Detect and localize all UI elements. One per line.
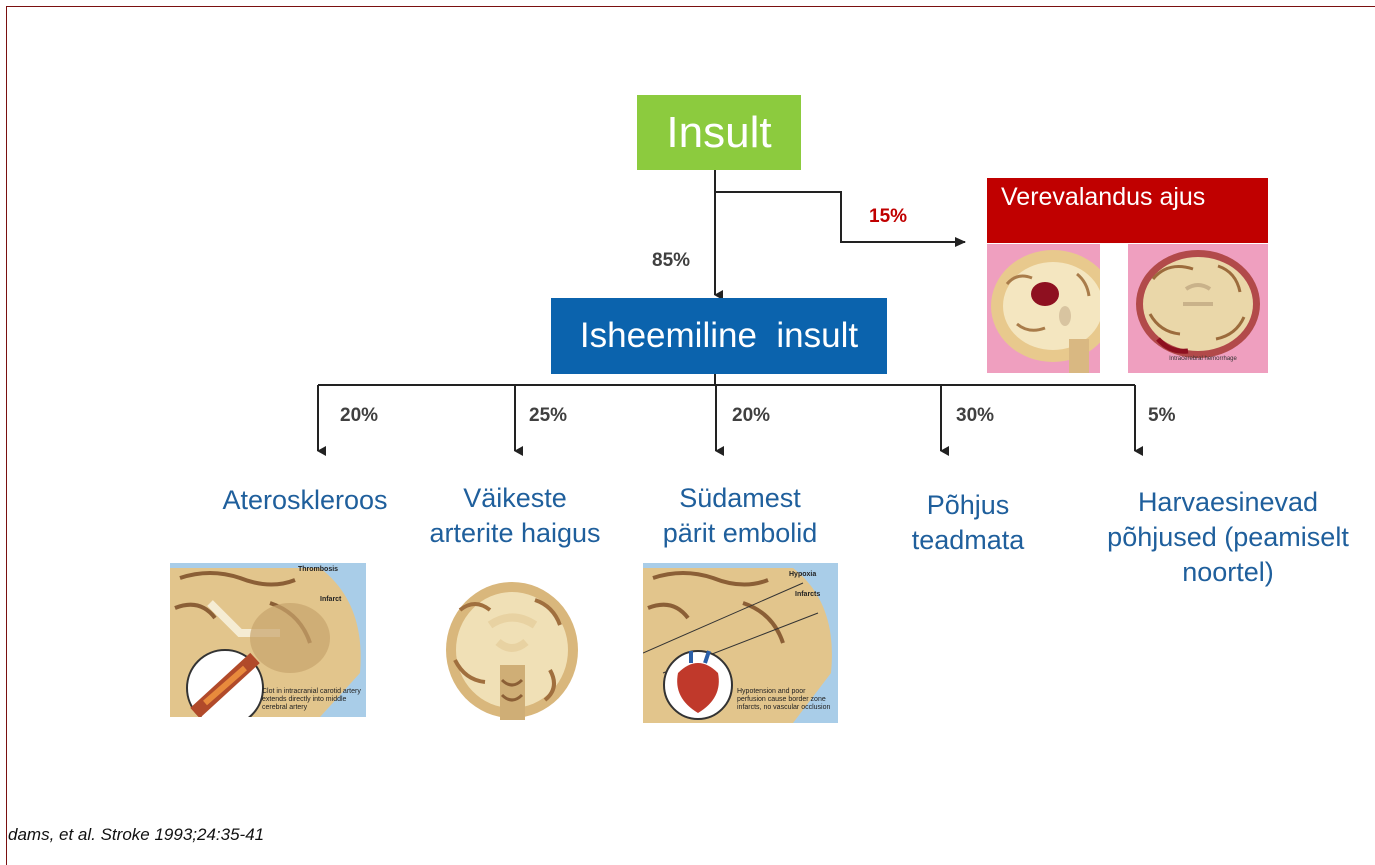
cat-5-percent: 5% — [1148, 405, 1176, 426]
hypoxia-title: Hypoxia — [789, 571, 817, 578]
cat-2-line-2: arterite haigus — [429, 518, 601, 548]
thrombosis-infarct-label: Infarct — [320, 596, 342, 603]
cat-3-line-1: Südamest — [679, 483, 801, 513]
cat-4-percent: 30% — [956, 405, 995, 426]
ischemic-node: Isheemiline insult — [551, 298, 887, 374]
cat-4-line-2: teadmata — [911, 525, 1025, 555]
thrombosis-image: Thrombosis Infarct Clot in intracranial … — [170, 563, 366, 717]
root-label: Insult — [666, 107, 772, 157]
ischemic-percent: 85% — [652, 250, 691, 271]
hemorrhage-image-2: Intracerebral hemorrhage — [1128, 244, 1268, 373]
category-atherosclerosis: Ateroskleroos — [185, 483, 425, 518]
hypoxia-image: Hypoxia Infarcts Hypotension and poor pe… — [643, 563, 838, 723]
slide-frame — [6, 6, 1375, 865]
hemorrhage-caption: Intracerebral hemorrhage — [1169, 356, 1237, 362]
cat-1-percent: 20% — [340, 405, 379, 426]
hemorrhagic-percent: 15% — [869, 206, 908, 227]
category-cardioembolic: Südamest pärit embolid — [630, 481, 850, 551]
cat-1-line-1: Ateroskleroos — [222, 485, 388, 515]
cat-4-line-1: Põhjus — [926, 490, 1010, 520]
cat-2-percent: 25% — [529, 405, 568, 426]
hemorrhagic-label: Verevalandus ajus — [1001, 183, 1206, 211]
ischemic-label: Isheemiline insult — [579, 316, 859, 355]
lacunar-brain-image — [440, 580, 585, 732]
category-unknown: Põhjus teadmata — [868, 488, 1068, 558]
hemorrhage-image-1 — [987, 244, 1100, 373]
arrow-root-to-hemorrhagic — [715, 191, 966, 247]
category-small-artery: Väikeste arterite haigus — [405, 481, 625, 551]
hypoxia-caption: Hypotension and poor perfusion cause bor… — [737, 688, 831, 711]
thrombosis-title: Thrombosis — [298, 566, 339, 573]
hemorrhagic-node: Verevalandus ajus — [987, 178, 1268, 243]
cat-5-line-1: Harvaesinevad — [1137, 487, 1319, 517]
cat-3-line-2: pärit embolid — [662, 518, 818, 548]
category-rare: Harvaesinevad põhjused (peamiselt noorte… — [1083, 485, 1373, 590]
cat-3-percent: 20% — [732, 405, 771, 426]
root-node-insult: Insult — [637, 95, 801, 170]
cat-2-line-1: Väikeste — [463, 483, 567, 513]
thrombosis-caption: Clot in intracranial carotid artery exte… — [262, 688, 361, 711]
citation: dams, et al. Stroke 1993;24:35-41 — [8, 825, 265, 844]
cat-5-line-2: põhjused (peamiselt — [1107, 522, 1349, 552]
cat-5-line-3: noortel) — [1182, 557, 1274, 587]
hypoxia-infarcts-label: Infarcts — [795, 591, 821, 598]
